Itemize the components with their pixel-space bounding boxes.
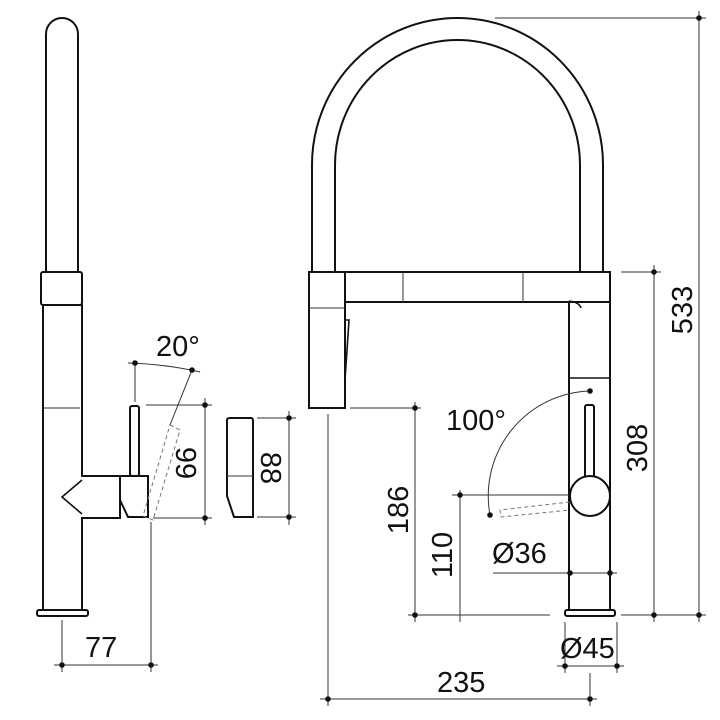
dim-100-deg: 100° — [446, 405, 506, 437]
dimension-labels: 20° 99 88 77 100° 186 110 Ø36 308 533 Ø4… — [85, 286, 699, 699]
dim-235: 235 — [437, 667, 485, 699]
dim-diameter-36: Ø36 — [492, 538, 547, 570]
dim-77: 77 — [85, 632, 117, 664]
dim-88: 88 — [254, 452, 286, 484]
dim-diameter-45: Ø45 — [560, 633, 615, 665]
dim-533: 533 — [667, 286, 699, 334]
front-view — [308, 17, 616, 617]
dim-99: 99 — [169, 447, 201, 479]
side-view — [36, 17, 254, 617]
dim-20-deg: 20° — [156, 331, 200, 363]
dimension-lines — [54, 11, 706, 706]
dim-308: 308 — [622, 424, 654, 472]
dim-186: 186 — [383, 486, 415, 534]
dim-110: 110 — [427, 532, 459, 578]
